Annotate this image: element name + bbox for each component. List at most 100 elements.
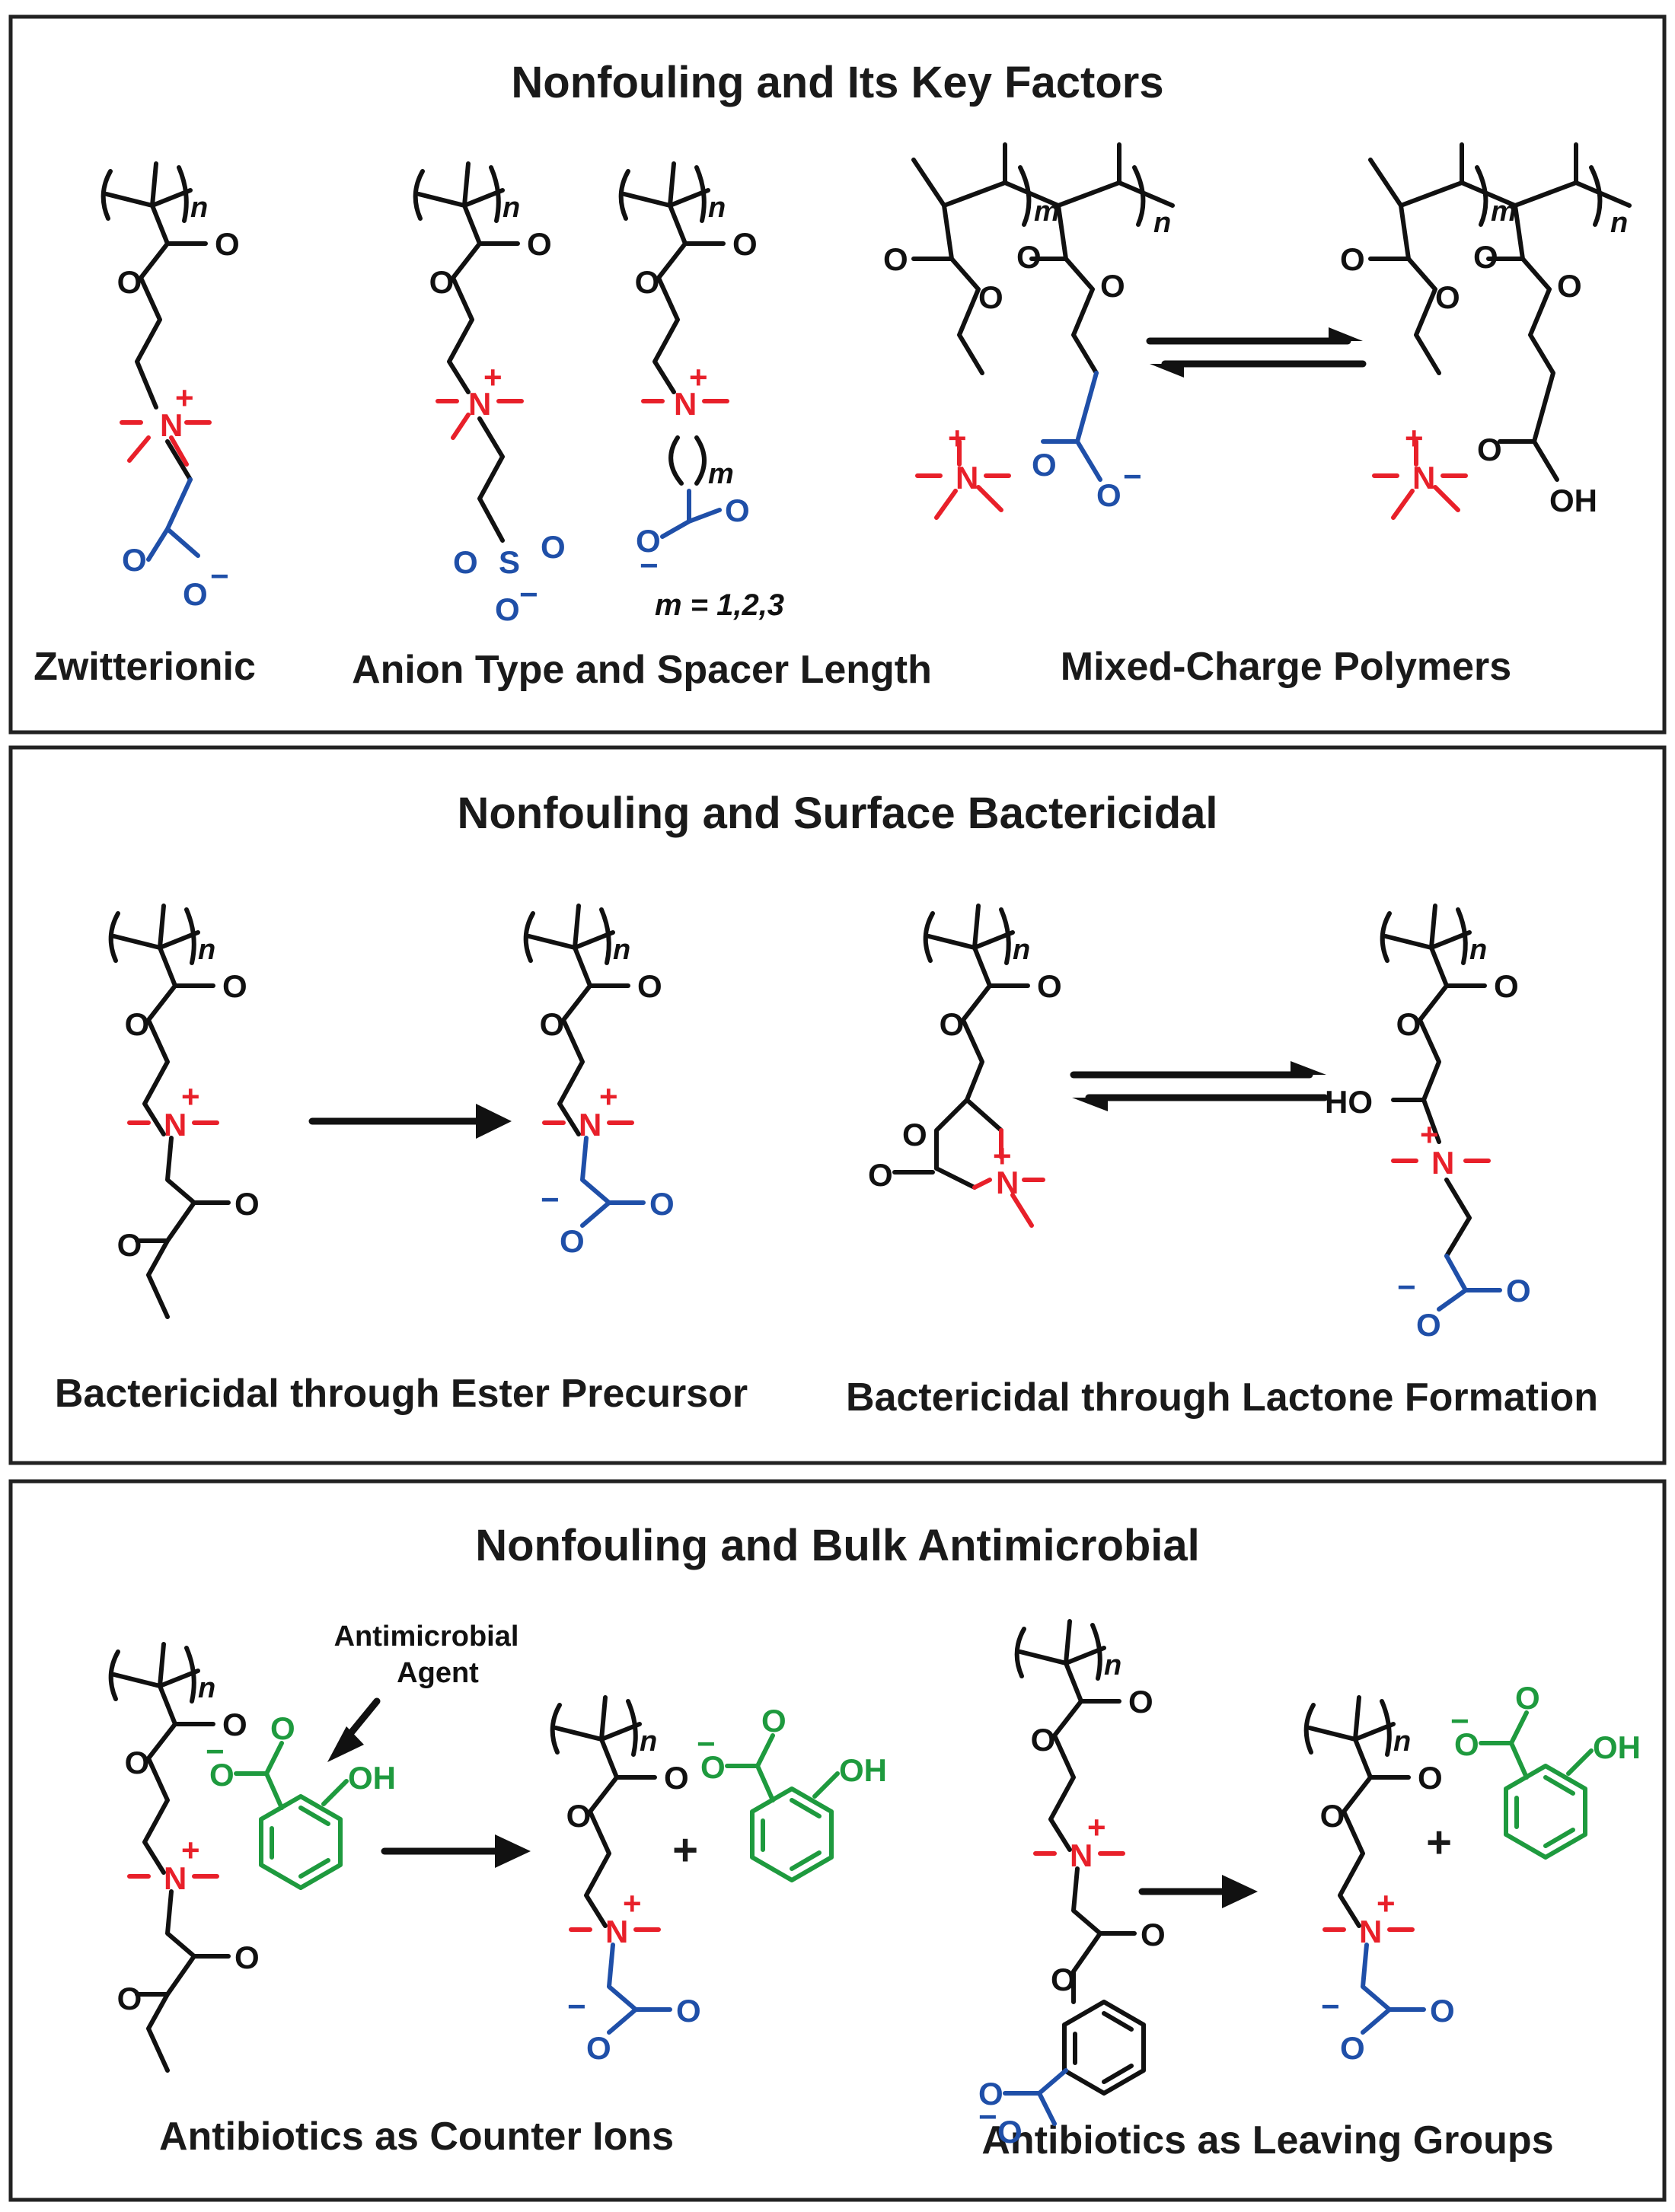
svg-text:N: N (160, 407, 183, 443)
svg-text:O: O (1031, 1722, 1056, 1758)
molecule-salicylate-3: O − O OH (1450, 1680, 1641, 1857)
molecule-salicylate-1: O − O OH (206, 1710, 396, 1888)
svg-text:−: − (1397, 1269, 1416, 1305)
svg-text:O: O (1051, 1962, 1076, 1997)
svg-text:O: O (429, 264, 455, 300)
equilibrium-arrow-lactone (1070, 1061, 1329, 1111)
svg-text:O: O (1100, 268, 1125, 304)
molecule-sulfobetaine: n O O N + S O O O − (416, 164, 566, 627)
svg-text:O: O (453, 544, 478, 580)
svg-text:O: O (234, 1186, 260, 1222)
caption-anion-type: Anion Type and Spacer Length (352, 648, 932, 692)
svg-text:O: O (725, 492, 750, 528)
svg-text:O: O (125, 1006, 150, 1042)
svg-text:O: O (902, 1117, 927, 1152)
svg-text:+: + (689, 359, 708, 395)
molecule-counter-ion-reactant: n O O N + O O (111, 1644, 260, 2073)
svg-text:O: O (209, 1757, 234, 1793)
svg-text:O: O (635, 264, 660, 300)
agent-pointer-arrowhead (327, 1726, 364, 1762)
svg-text:n: n (1153, 207, 1171, 239)
svg-text:N: N (1359, 1914, 1382, 1949)
panel-1-title: Nonfouling and Its Key Factors (511, 58, 1163, 107)
svg-text:−: − (210, 558, 229, 594)
svg-text:O: O (1454, 1726, 1479, 1762)
svg-text:−: − (640, 547, 659, 583)
svg-text:O: O (868, 1157, 893, 1193)
caption-leaving-groups: Antibiotics as Leaving Groups (981, 2118, 1553, 2163)
svg-text:HO: HO (1325, 1084, 1373, 1120)
svg-text:n: n (198, 1672, 215, 1704)
molecule-mixed-charge-left: m n O O N + O O O O − (883, 142, 1175, 520)
svg-text:n: n (640, 1726, 657, 1758)
svg-text:+: + (948, 420, 967, 456)
svg-text:O: O (1557, 268, 1582, 304)
svg-text:O: O (1430, 1993, 1455, 2029)
svg-text:n: n (1469, 934, 1487, 966)
svg-text:N: N (1412, 460, 1435, 496)
svg-text:−: − (519, 576, 538, 612)
svg-text:+: + (993, 1138, 1012, 1174)
svg-text:n: n (613, 934, 630, 966)
svg-text:O: O (222, 968, 247, 1004)
svg-text:O: O (1016, 239, 1042, 275)
svg-text:n: n (190, 192, 208, 224)
svg-text:OH: OH (839, 1752, 887, 1788)
panel-2-title: Nonfouling and Surface Bactericidal (457, 789, 1217, 838)
svg-text:−: − (206, 1733, 225, 1769)
svg-text:O: O (1032, 447, 1057, 483)
svg-text:−: − (1321, 1988, 1340, 2024)
svg-text:O: O (495, 591, 520, 627)
svg-text:+: + (1405, 420, 1424, 456)
svg-text:+: + (181, 1079, 200, 1114)
svg-text:OH: OH (1593, 1729, 1641, 1765)
svg-text:O: O (1473, 239, 1498, 275)
svg-text:−: − (978, 2099, 997, 2134)
svg-text:O: O (1416, 1307, 1441, 1343)
molecule-leaving-group-reactant: n O O N + O O O O − (978, 1621, 1166, 2150)
svg-text:+: + (181, 1832, 200, 1868)
svg-text:N: N (1070, 1837, 1093, 1873)
svg-text:n: n (1393, 1726, 1411, 1758)
svg-text:O: O (636, 523, 661, 559)
svg-text:n: n (708, 192, 726, 224)
svg-text:+: + (599, 1079, 618, 1114)
reaction-arrow-ester (308, 1104, 512, 1139)
svg-text:O: O (117, 1981, 142, 2016)
svg-text:S: S (499, 544, 520, 580)
svg-text:m: m (1491, 196, 1517, 228)
plus-sign-counter-ion: + (672, 1825, 698, 1875)
svg-text:O: O (122, 542, 147, 578)
molecule-lactone-product: n O O HO N + O O − (1325, 906, 1531, 1343)
reaction-arrow-counter-ion (381, 1834, 531, 1868)
svg-text:−: − (541, 1181, 560, 1217)
svg-text:−: − (1450, 1703, 1469, 1739)
svg-text:O: O (637, 968, 662, 1004)
svg-text:+: + (1420, 1117, 1439, 1152)
molecule-leaving-group-product: n O O N + O O − (1306, 1697, 1455, 2066)
panel-2-frame (8, 745, 1667, 1465)
svg-text:O: O (215, 226, 240, 262)
svg-text:O: O (183, 576, 208, 612)
svg-text:O: O (978, 279, 1003, 315)
molecule-lactone: n O O O O N + (868, 906, 1062, 1228)
molecule-spacer-variant: n O O N + m O − O (621, 164, 758, 583)
caption-mixed-charge: Mixed-Charge Polymers (1061, 645, 1511, 689)
molecule-ester-product: n O O N + O O − (526, 906, 675, 1259)
svg-text:N: N (579, 1107, 601, 1143)
equilibrium-arrow-mixed-charge (1146, 327, 1367, 378)
antimicrobial-label-line2: Agent (397, 1657, 479, 1689)
svg-text:n: n (1104, 1649, 1121, 1681)
svg-text:O: O (700, 1749, 726, 1785)
svg-text:n: n (1013, 934, 1030, 966)
caption-ester-precursor: Bactericidal through Ester Precursor (55, 1372, 748, 1416)
molecule-zwitterionic: n O O N + O O − (104, 164, 240, 612)
svg-text:N: N (468, 386, 491, 422)
antimicrobial-label-line1: Antimicrobial (334, 1621, 519, 1653)
svg-text:O: O (978, 2076, 1003, 2112)
svg-text:O: O (1340, 241, 1365, 277)
svg-text:O: O (1320, 1798, 1345, 1834)
svg-text:n: n (198, 934, 215, 966)
svg-text:+: + (483, 359, 502, 395)
